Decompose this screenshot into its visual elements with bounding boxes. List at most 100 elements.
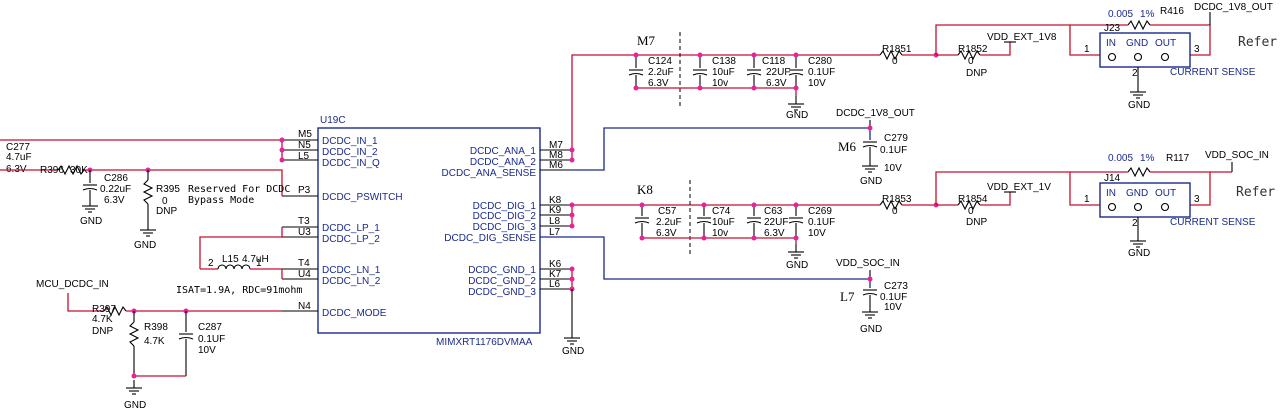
- pin-num: N4: [298, 301, 311, 312]
- c280-voltage: 10V: [808, 78, 826, 89]
- pin-num: P3: [298, 185, 311, 196]
- r1854-dnp: DNP: [966, 217, 987, 228]
- c280-value: 0.1UF: [808, 67, 835, 78]
- j23-pin-circle: [1160, 52, 1170, 62]
- gnd-label: GND: [134, 240, 156, 251]
- junction-dot: [751, 202, 757, 208]
- junction-dot: [639, 235, 645, 241]
- junction-dot: [751, 52, 757, 58]
- j14-in: IN: [1106, 188, 1116, 199]
- out-net-soc-label: VDD_SOC_IN: [1205, 150, 1269, 161]
- pin-num: K7: [549, 269, 562, 280]
- gnd-label: GND: [1128, 248, 1150, 259]
- j14-pin3: 3: [1194, 194, 1200, 205]
- pin-name: DCDC_DIG_2: [473, 211, 537, 222]
- j23-gnd: GND: [1126, 38, 1148, 49]
- l15-pin2: 2: [208, 258, 214, 269]
- r117-resistor: [1127, 166, 1151, 178]
- gnd-label: GND: [80, 216, 102, 227]
- pin-num: K8: [549, 195, 562, 206]
- junction-dot: [867, 276, 873, 282]
- j14-pin-circle: [1107, 202, 1117, 212]
- gnd-label: GND: [1128, 100, 1150, 111]
- pin-name: DCDC_DIG_1: [473, 201, 537, 212]
- r397-ref: R397: [92, 304, 116, 315]
- r397-resistor: [103, 305, 127, 317]
- current-sense-label: CURRENT SENSE: [1170, 67, 1256, 78]
- c124-ref: C124: [648, 56, 672, 67]
- r1853-ref: R1853: [882, 194, 912, 205]
- junction-dot: [569, 147, 575, 153]
- c63-voltage: 6.3V: [764, 228, 785, 239]
- r1852-value: 0: [968, 56, 974, 67]
- vdd-ext-1v-label: VDD_EXT_1V: [987, 182, 1051, 193]
- j23-out: OUT: [1155, 38, 1176, 49]
- c286-value: 0.22uF: [100, 184, 131, 195]
- c269-voltage: 10V: [808, 228, 826, 239]
- c118-value: 22UF: [766, 67, 790, 78]
- l15-ref: L15: [222, 254, 239, 265]
- current-sense-label: CURRENT SENSE: [1170, 217, 1256, 228]
- r1852-resistor: [957, 49, 981, 61]
- pin-num: M6: [549, 160, 563, 171]
- pin-num: M5: [298, 129, 312, 140]
- junction-dot: [279, 157, 285, 163]
- pin-num: U4: [298, 269, 311, 280]
- c138-value: 10uF: [712, 67, 735, 78]
- gnd-label: GND: [860, 176, 882, 187]
- pin-num: T4: [298, 258, 310, 269]
- j14-pin1: 1: [1084, 194, 1090, 205]
- r416-ref: R416: [1160, 6, 1184, 17]
- c279-voltage: 10V: [884, 163, 902, 174]
- gnd-label: GND: [860, 324, 882, 335]
- junction-dot: [867, 125, 873, 131]
- vdd-ext-1v8-label: VDD_EXT_1V8: [987, 32, 1057, 43]
- pin-name: DCDC_LP_2: [322, 234, 380, 245]
- gnd-label: GND: [562, 346, 584, 357]
- pin-num: K9: [549, 205, 562, 216]
- r1853-value: 0: [892, 206, 898, 217]
- junction-dot: [793, 85, 799, 91]
- junction-dot: [633, 52, 639, 58]
- l15-inductor: [217, 264, 251, 270]
- r416-value: 0.005: [1108, 9, 1133, 20]
- c118-ref: C118: [762, 56, 786, 67]
- c273-value: 0.1UF: [880, 292, 907, 303]
- group-label-m7: M7: [637, 33, 656, 48]
- junction-dot: [793, 52, 799, 58]
- c279-ref: C279: [884, 133, 908, 144]
- j23-in: IN: [1106, 38, 1116, 49]
- junction-dot: [279, 137, 285, 143]
- c269-ref: C269: [808, 206, 832, 217]
- r396-resistor: [57, 164, 85, 176]
- j23-connector: [1099, 32, 1191, 68]
- pin-name: DCDC_ANA_SENSE: [442, 168, 537, 179]
- c277-value: 4.7uF: [6, 152, 32, 163]
- junction-dot: [751, 235, 757, 241]
- r1854-resistor: [957, 199, 981, 211]
- j23-pin-circle: [1133, 52, 1143, 62]
- c277-ref: C277: [6, 142, 30, 153]
- pin-num: T3: [298, 216, 310, 227]
- r117-ref: R117: [1166, 153, 1190, 164]
- junction-dot: [131, 373, 137, 379]
- c287-ref: C287: [198, 322, 222, 333]
- j14-pin2: 2: [1132, 218, 1138, 229]
- ic-right-pins: M7 M8 M6 K8 K9 L8 L7 K6 K7 L6 DCDC_ANA_1…: [442, 140, 572, 298]
- sense-net-1v8-label: DCDC_1V8_OUT: [836, 108, 915, 119]
- sense-net-soc-label: VDD_SOC_IN: [836, 258, 900, 269]
- r396-value: 30K: [70, 165, 88, 176]
- junction-dot: [701, 202, 707, 208]
- r395-resistor: [142, 179, 154, 205]
- pin-name: DCDC_IN_2: [322, 147, 378, 158]
- c74-ref: C74: [712, 206, 731, 217]
- gnd-label: GND: [786, 110, 808, 121]
- c138-voltage: 10v: [712, 78, 728, 89]
- j23-pin-circle: [1107, 52, 1117, 62]
- gnd-label: GND: [124, 400, 146, 411]
- reserved-note-line2: Bypass Mode: [188, 195, 254, 206]
- pin-num: M7: [549, 140, 563, 151]
- pin-name: DCDC_GND_1: [468, 265, 536, 276]
- l7-label: L7: [840, 289, 855, 304]
